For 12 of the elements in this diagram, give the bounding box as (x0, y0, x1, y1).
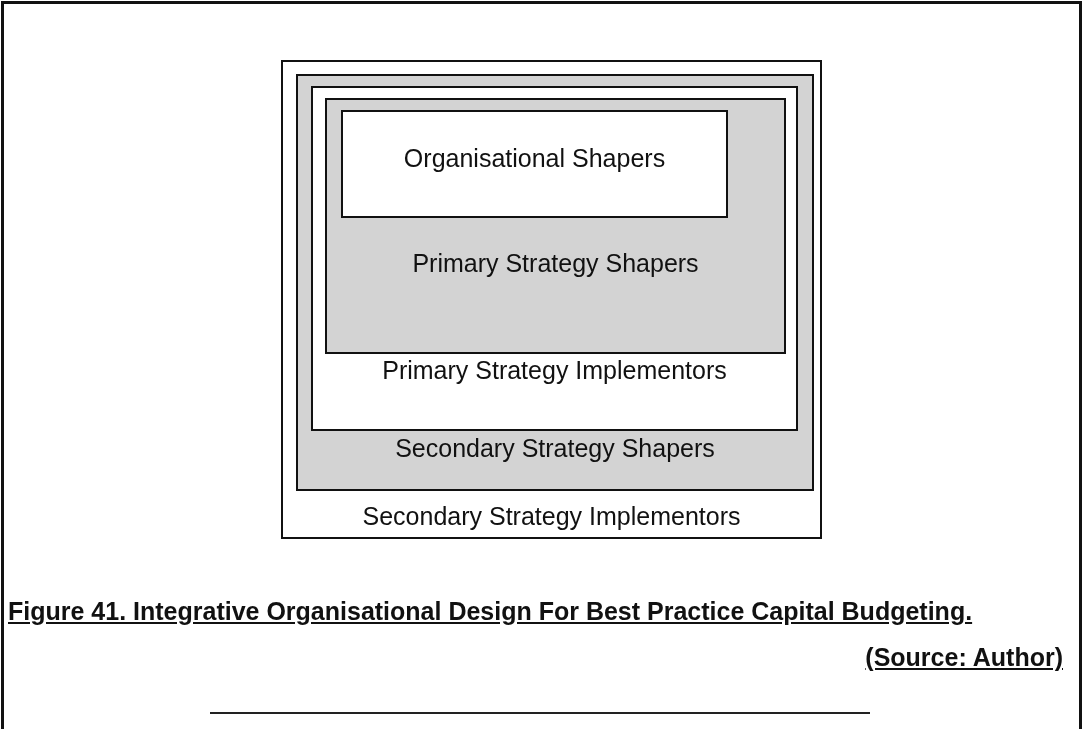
box-label: Organisational Shapers (402, 143, 667, 173)
box-label: Primary Strategy Implementors (381, 355, 728, 385)
outer-box (281, 60, 822, 539)
inner-box (341, 110, 728, 218)
inner-box (311, 86, 798, 431)
shaded-box (325, 98, 786, 354)
figure-caption: Figure 41. Integrative Organisational Design For Best Practice Capital Budgeting. (8, 597, 973, 626)
box-label: Secondary Strategy Implementors (361, 501, 742, 531)
box-label: Primary Strategy Shapers (411, 248, 700, 278)
shaded-box (296, 74, 814, 491)
source-note: (Source: Author) (865, 643, 1063, 672)
box-label: Secondary Strategy Shapers (394, 433, 716, 463)
